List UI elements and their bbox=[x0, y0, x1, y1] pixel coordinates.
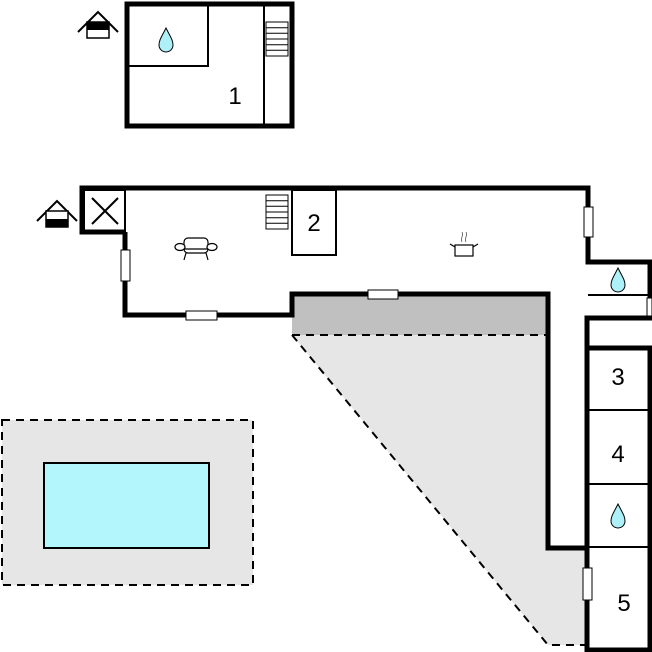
building-main bbox=[79, 185, 652, 652]
room-label-5: 5 bbox=[617, 590, 631, 617]
room-label-1: 1 bbox=[228, 83, 242, 110]
water-drop-icon bbox=[610, 503, 626, 529]
water-drop-icon bbox=[610, 267, 626, 293]
room-label-3: 3 bbox=[611, 364, 625, 391]
entrance-icon bbox=[77, 11, 119, 39]
building-upper bbox=[124, 1, 295, 129]
pool bbox=[43, 462, 210, 549]
terrace-light bbox=[292, 335, 587, 645]
room-label-2: 2 bbox=[307, 210, 321, 237]
stairs-icon bbox=[265, 194, 289, 230]
entrance-icon bbox=[36, 200, 78, 228]
room-label-4: 4 bbox=[611, 441, 625, 468]
sofa-icon bbox=[174, 237, 218, 261]
cooking-pot-icon bbox=[449, 231, 479, 257]
terrace-covered bbox=[292, 294, 548, 335]
window-icon bbox=[120, 206, 652, 601]
